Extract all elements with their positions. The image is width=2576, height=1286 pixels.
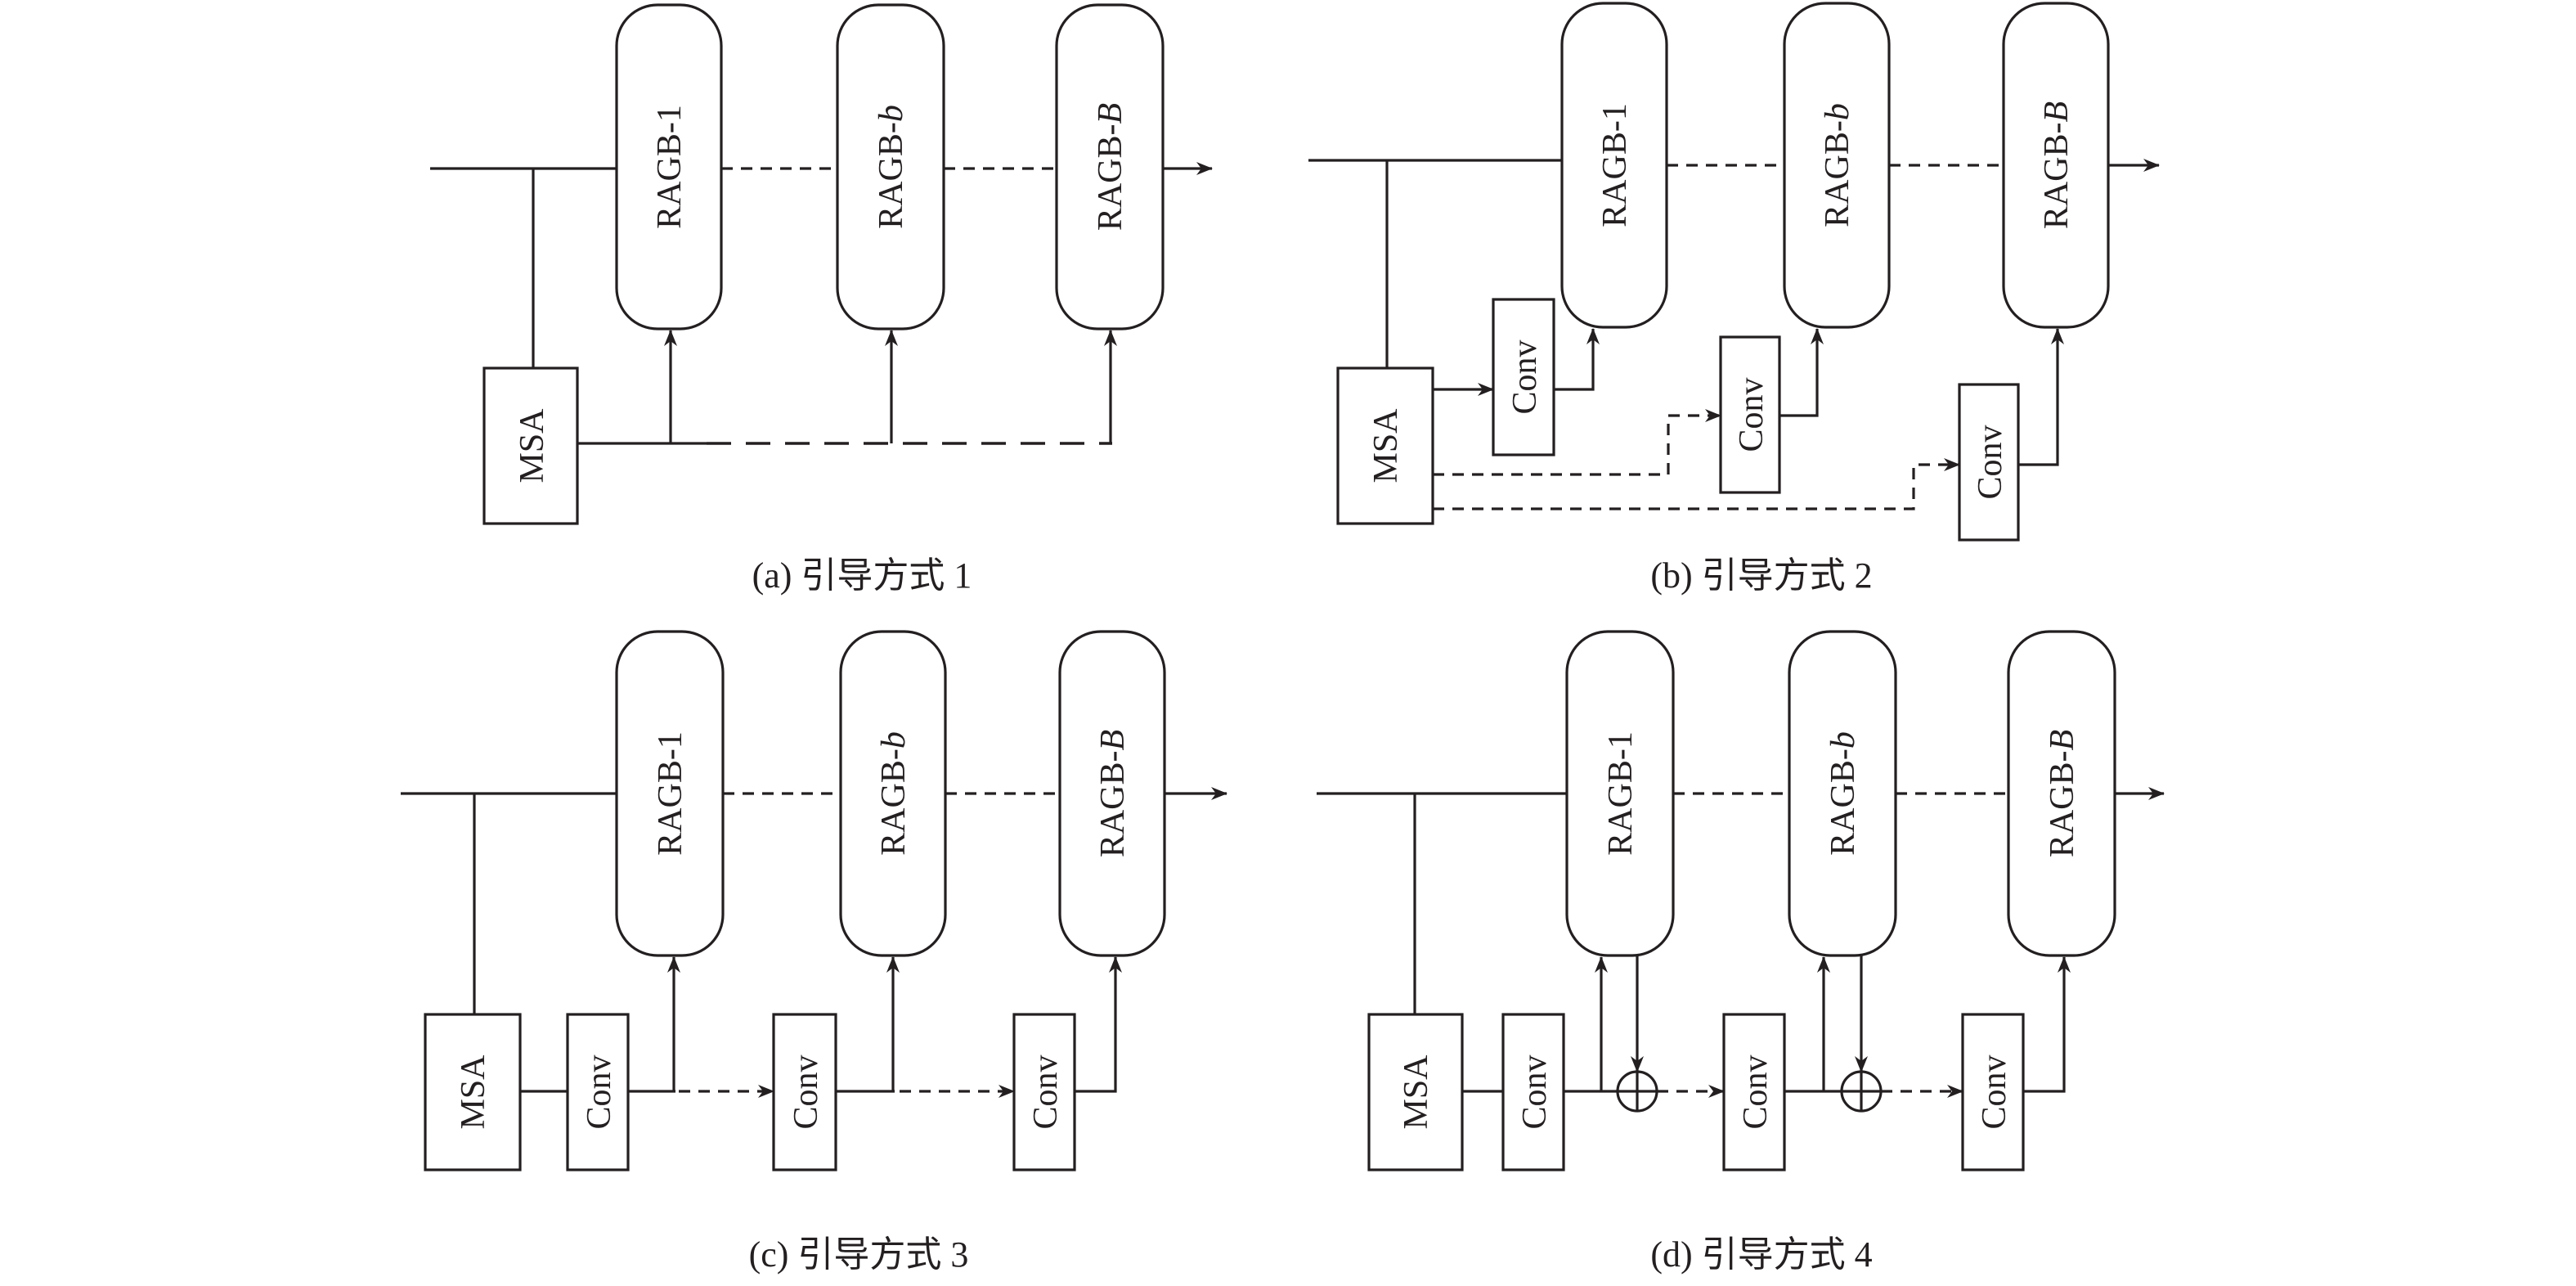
caption-a: (a) 引导方式 1	[752, 555, 972, 596]
msa-box	[424, 1013, 522, 1171]
ragb-1-label: RAGB-1	[652, 731, 689, 856]
guide-arrow	[1075, 956, 1122, 1093]
msa-label: MSA	[455, 1054, 492, 1130]
ragb-B-label: RAGB-B	[2044, 730, 2081, 857]
msa-box	[1336, 366, 1434, 525]
conv-label: Conv	[1516, 1054, 1554, 1129]
ragb-1-block	[615, 3, 723, 330]
ragb-B-label: RAGB-B	[1094, 730, 1132, 857]
conv-label: Conv	[1027, 1054, 1065, 1129]
ragb-b-block	[836, 3, 945, 330]
caption-d: (d) 引导方式 4	[1650, 1234, 1872, 1275]
conv-label: Conv	[1737, 1054, 1775, 1129]
ragb-b-label: RAGB-b	[873, 105, 910, 229]
conv-box	[1958, 383, 2020, 542]
msa-label: MSA	[1367, 408, 1405, 483]
conv-label: Conv	[1972, 425, 2009, 499]
conv-box	[1961, 1013, 2025, 1171]
conv-box	[1012, 1013, 1076, 1171]
panel-b: MSA RAGB-1 RAGB-b RAGB-B Conv Conv Conv …	[1308, 2, 2160, 596]
conv-box	[566, 1013, 630, 1171]
ragb-b-label: RAGB-b	[1824, 731, 1862, 856]
msa-box	[482, 366, 579, 525]
caption-b: (b) 引导方式 2	[1650, 555, 1872, 596]
ragb-B-label: RAGB-B	[1092, 103, 1129, 231]
conv-box	[1719, 335, 1781, 494]
panel-c: MSA RAGB-1 RAGB-b RAGB-B Conv Conv Conv …	[401, 630, 1227, 1275]
ragb-B-label: RAGB-B	[2038, 101, 2076, 229]
ragb-1-label: RAGB-1	[1602, 731, 1640, 856]
panel-d: MSA RAGB-1 RAGB-b RAGB-B Conv Conv Conv	[1317, 630, 2165, 1275]
adder-icon	[1616, 1070, 1658, 1113]
conv-to-ragb-arrow	[1554, 328, 1600, 391]
conv-label: Conv	[1976, 1054, 2013, 1129]
conv-to-ragb-arrow	[2018, 328, 2064, 466]
conv-to-ragb-arrow	[1779, 328, 1824, 417]
ragb-1-label: RAGB-1	[651, 105, 689, 229]
conv-box	[1501, 1013, 1565, 1171]
caption-c: (c) 引导方式 3	[749, 1234, 969, 1275]
ragb-b-label: RAGB-b	[875, 731, 913, 856]
ragb-b-label: RAGB-b	[1819, 103, 1856, 227]
ragb-B-block	[1055, 3, 1165, 330]
adder-icon	[1840, 1070, 1883, 1113]
conv-label: Conv	[581, 1054, 618, 1129]
msa-to-conv-dashed-arrow	[1433, 409, 1721, 476]
msa-label: MSA	[514, 408, 551, 483]
msa-to-conv-dashed-arrow	[1433, 458, 1960, 510]
conv-label: Conv	[1506, 339, 1544, 414]
conv-label: Conv	[788, 1054, 825, 1129]
guide-arrow	[2023, 956, 2071, 1093]
conv-box	[1492, 298, 1555, 456]
msa-label: MSA	[1398, 1054, 1435, 1130]
ragb-1-label: RAGB-1	[1596, 103, 1634, 227]
panel-a: MSA RAGB-1 RAGB-b RAGB-B (a) 引导方式 1	[430, 3, 1213, 596]
conv-label: Conv	[1733, 377, 1770, 452]
msa-box	[1367, 1013, 1464, 1171]
